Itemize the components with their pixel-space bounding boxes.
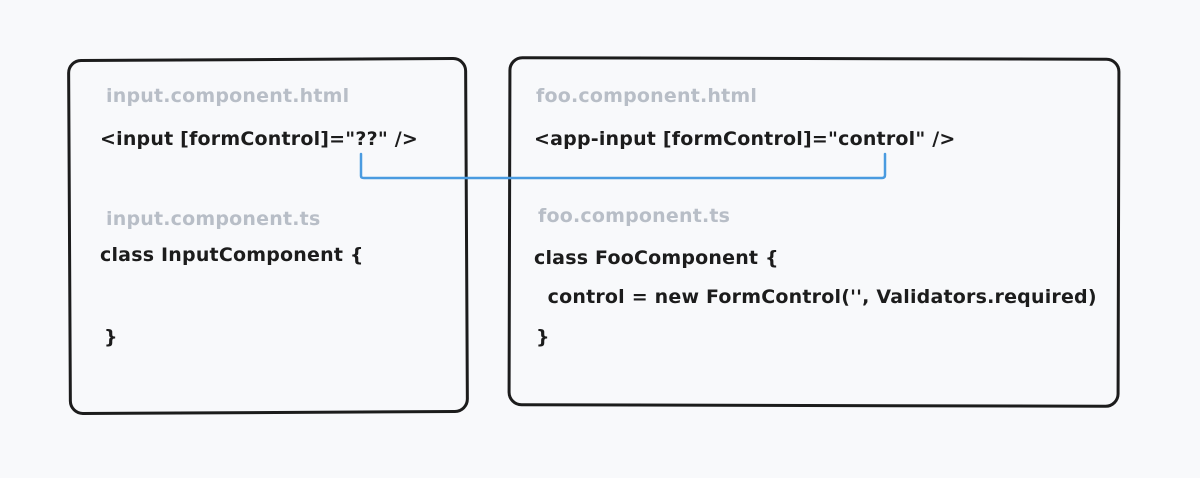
input-component-html-filename: input.component.html	[106, 85, 350, 107]
foo-component-html-code: <app-input [formControl]="control" />	[534, 128, 956, 150]
foo-component-html-filename: foo.component.html	[536, 85, 758, 107]
input-component-panel	[67, 56, 469, 416]
foo-component-class-declaration: class FooComponent {	[534, 247, 779, 269]
input-component-class-declaration: class InputComponent {	[100, 244, 364, 266]
foo-component-control-line: control = new FormControl('', Validators…	[534, 286, 1097, 308]
foo-component-panel	[507, 56, 1121, 408]
foo-component-closing-brace: }	[536, 326, 550, 348]
input-component-ts-filename: input.component.ts	[106, 208, 321, 230]
input-component-html-code: <input [formControl]="??" />	[100, 128, 419, 150]
input-component-closing-brace: }	[104, 326, 118, 348]
foo-component-ts-filename: foo.component.ts	[538, 205, 731, 227]
